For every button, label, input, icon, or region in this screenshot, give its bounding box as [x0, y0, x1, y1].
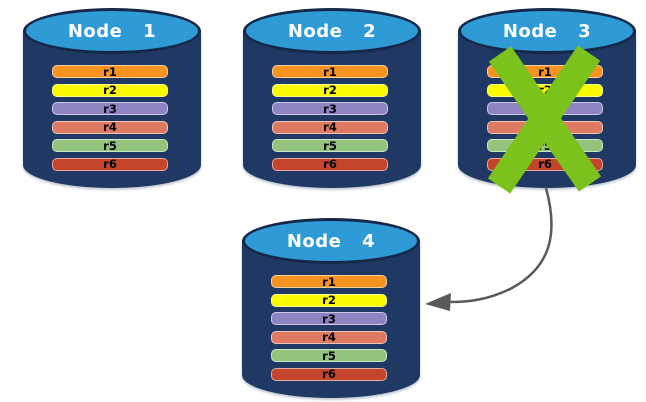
row-label: r3 — [103, 101, 117, 116]
row-r6: r6 — [271, 367, 387, 381]
row-label: r6 — [103, 157, 117, 171]
row-label: r1 — [103, 64, 117, 79]
row-label: r2 — [323, 83, 337, 97]
row-label: r3 — [322, 311, 336, 326]
row-label: r6 — [322, 367, 336, 381]
database-cylinder-top: Node 1 — [23, 8, 201, 54]
x-stroke — [487, 45, 601, 194]
row-r5: r5 — [271, 349, 387, 362]
row-label: r1 — [323, 64, 337, 79]
row-r5: r5 — [52, 139, 168, 152]
row-r3: r3 — [272, 102, 388, 115]
row-label: r6 — [538, 157, 552, 171]
row-r6: r6 — [52, 157, 168, 171]
row-label: r1 — [538, 64, 552, 79]
row-r4: r4 — [52, 120, 168, 134]
row-label: r4 — [103, 120, 117, 134]
node-4: Node 4 r1 r2 r3 r4 r5 r6 — [242, 218, 420, 398]
row-label: r5 — [103, 138, 117, 153]
node-2: Node 2 r1 r2 r3 r4 r5 r6 — [243, 8, 421, 188]
row-label: r1 — [322, 274, 336, 289]
arrow-curve — [449, 186, 553, 304]
row-label: r2 — [322, 293, 336, 307]
row-label: r2 — [538, 83, 552, 97]
node-title: Node 1 — [67, 20, 157, 42]
row-label: r4 — [322, 330, 336, 344]
row-r4: r4 — [271, 330, 387, 344]
database-cylinder-top: Node 3 — [458, 8, 636, 54]
row-r2: r2 — [272, 83, 388, 97]
row-r1: r1 — [272, 65, 388, 78]
row-label: r2 — [103, 83, 117, 97]
row-stack: r1 r2 r3 r4 r5 r6 — [271, 275, 387, 386]
node-title: Node 2 — [287, 20, 377, 42]
row-label: r5 — [322, 348, 336, 363]
database-cylinder-top: Node 2 — [243, 8, 421, 54]
row-stack: r1 r2 r3 r4 r5 r6 — [272, 65, 388, 176]
row-r2: r2 — [52, 83, 168, 97]
row-label: r5 — [323, 138, 337, 153]
row-stack: r1 r2 r3 r4 r5 r6 — [52, 65, 168, 176]
row-r4: r4 — [272, 120, 388, 134]
node-title: Node 4 — [286, 230, 376, 252]
row-r1: r1 — [52, 65, 168, 78]
row-r1: r1 — [271, 275, 387, 288]
arrowhead-icon — [425, 293, 451, 311]
row-label: r3 — [323, 101, 337, 116]
failure-x-icon — [487, 45, 602, 194]
row-label: r4 — [323, 120, 337, 134]
database-cylinder-top: Node 4 — [242, 218, 420, 264]
row-r3: r3 — [52, 102, 168, 115]
row-r6: r6 — [272, 157, 388, 171]
node-title: Node 3 — [502, 20, 592, 42]
row-label: r5 — [538, 138, 552, 153]
row-r2: r2 — [271, 293, 387, 307]
node-1: Node 1 r1 r2 r3 r4 r5 r6 — [23, 8, 201, 188]
row-label: r6 — [323, 157, 337, 171]
row-r5: r5 — [272, 139, 388, 152]
row-r3: r3 — [271, 312, 387, 325]
node-3: Node 3 r1 r2 r3 r4 r5 r6 — [458, 8, 636, 194]
